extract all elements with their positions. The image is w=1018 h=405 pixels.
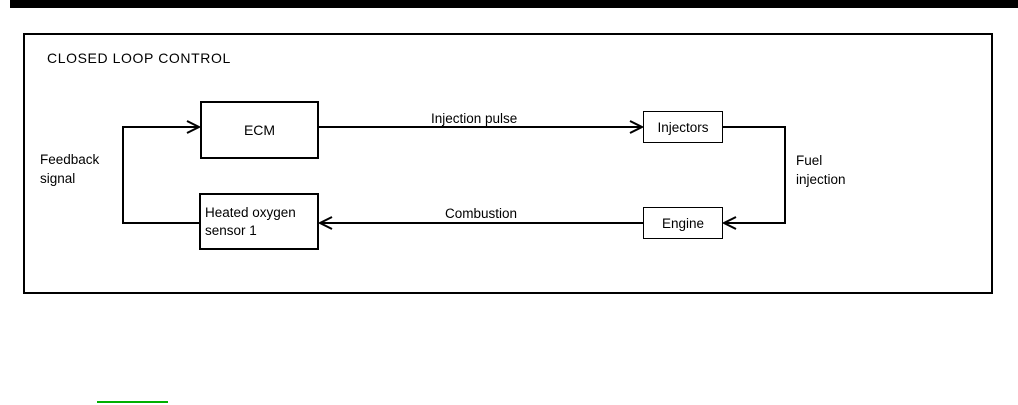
link-underline[interactable] xyxy=(97,401,168,403)
feedback-signal-label: Feedback signal xyxy=(40,150,99,188)
node-engine: Engine xyxy=(643,207,723,239)
fuel-injection-label-line2: injection xyxy=(796,172,846,187)
fuel-injection-label: Fuel injection xyxy=(796,151,846,189)
node-engine-label: Engine xyxy=(661,215,705,231)
feedback-signal-label-line1: Feedback xyxy=(40,152,100,167)
node-heated-oxygen-sensor-label-line2: sensor 1 xyxy=(205,222,257,238)
node-ecm-label: ECM xyxy=(243,122,276,138)
node-injectors: Injectors xyxy=(643,111,723,143)
node-ecm: ECM xyxy=(200,101,319,159)
fuel-injection-label-line1: Fuel xyxy=(796,153,823,168)
node-heated-oxygen-sensor-label-line1: Heated oxygen xyxy=(205,204,296,220)
top-divider-bar xyxy=(10,0,1018,8)
closed-loop-control-frame xyxy=(23,33,993,294)
combustion-label: Combustion xyxy=(445,206,518,221)
feedback-signal-label-line2: signal xyxy=(40,171,76,186)
injection-pulse-label: Injection pulse xyxy=(431,111,518,126)
diagram-title: CLOSED LOOP CONTROL xyxy=(47,50,231,66)
node-heated-oxygen-sensor: Heated oxygen sensor 1 xyxy=(199,193,319,250)
node-injectors-label: Injectors xyxy=(657,119,709,135)
